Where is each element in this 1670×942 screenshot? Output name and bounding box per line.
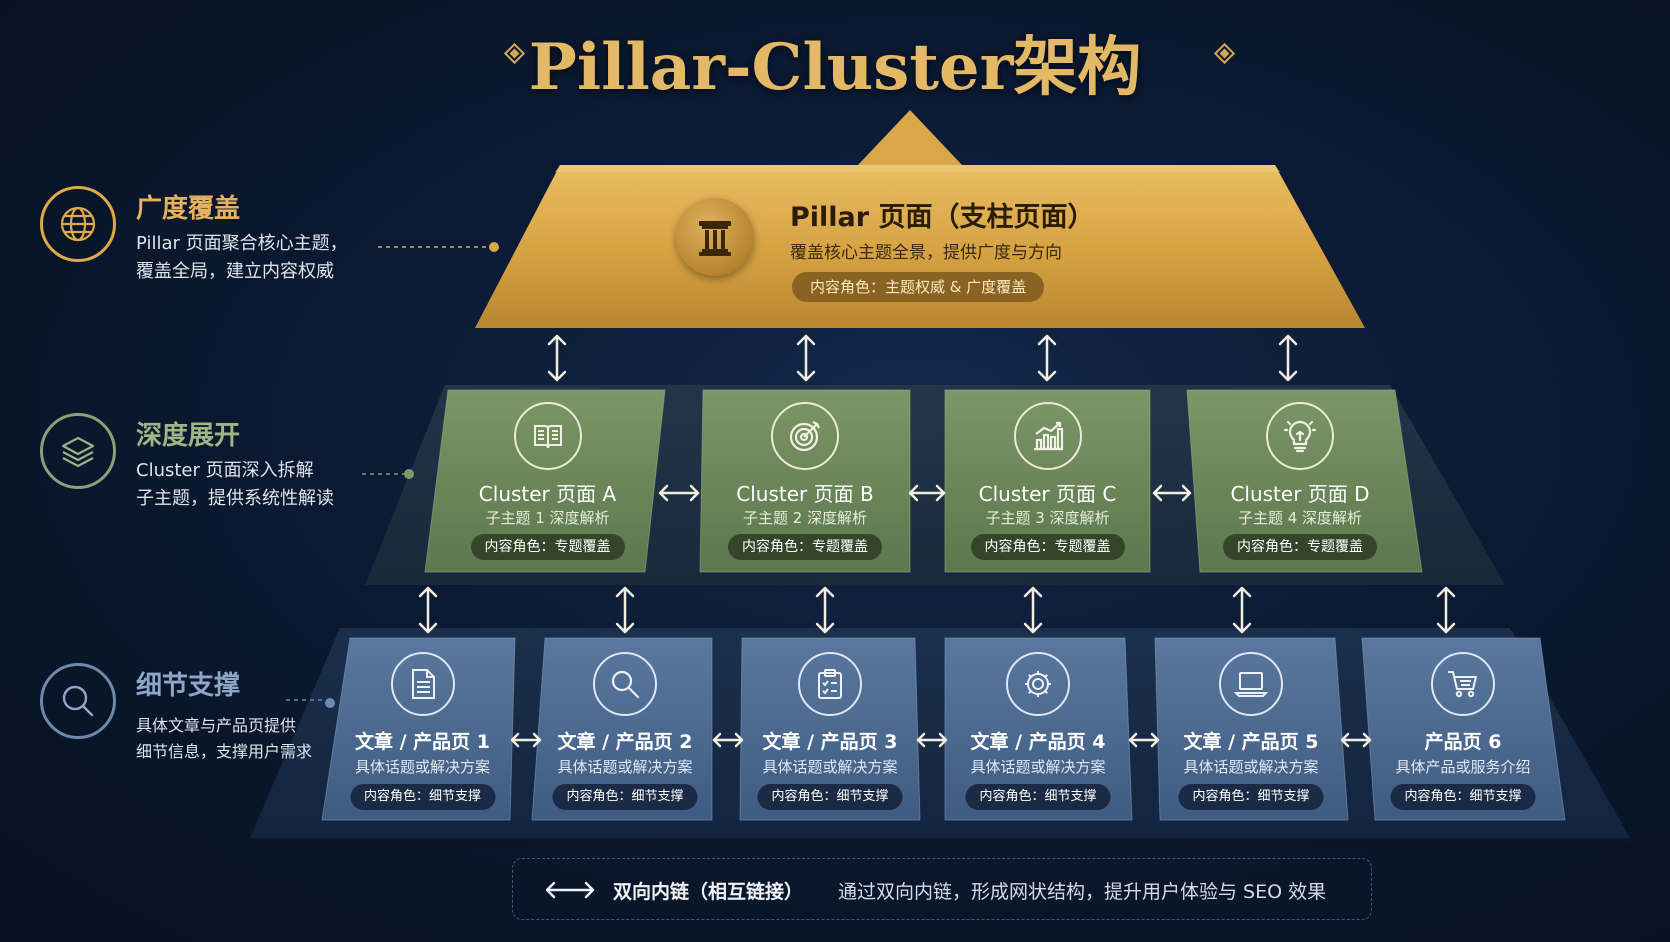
detail-title: 文章 / 产品页 4 [970,731,1106,753]
page-title: Pillar-Cluster架构 [528,30,1142,105]
clipboard-icon [798,652,862,716]
laptop-icon [1219,652,1283,716]
legend-desc: Pillar 页面聚合核心主题， 覆盖全局，建立内容权威 [136,233,348,282]
detail-title: 文章 / 产品页 3 [762,731,898,753]
detail-role-badge: 内容角色：细节支撑 [349,784,496,810]
bidirectional-arrow-icon [545,881,595,899]
cluster-role-badge: 内容角色：专题覆盖 [1223,534,1377,560]
detail-subtitle: 具体话题或解决方案 [970,758,1106,776]
legend-desc: Cluster 页面深入拆解 子主题，提供系统性解读 [136,460,334,509]
pillar-title: Pillar 页面（支柱页面） [790,202,1095,233]
detail-title: 文章 / 产品页 1 [354,731,490,753]
detail-role-badge: 内容角色：细节支撑 [552,784,698,810]
cluster-subtitle: 子主题 2 深度解析 [742,509,868,527]
legend-description: 通过双向内链，形成网状结构，提升用户体验与 SEO 效果 [838,881,1327,903]
gear-icon [1006,652,1070,716]
detail-card-2: 文章 / 产品页 2 具体话题或解决方案 内容角色：细节支撑 [538,638,712,820]
cluster-role-badge: 内容角色：专题覆盖 [470,534,625,560]
detail-title: 文章 / 产品页 5 [1183,731,1319,753]
detail-card-4: 文章 / 产品页 4 具体话题或解决方案 内容角色：细节支撑 [947,638,1129,820]
layers-icon [40,413,116,489]
detail-card-6: 产品页 6 具体产品或服务介绍 内容角色：细节支撑 [1372,638,1554,820]
magnifier-icon [40,663,116,739]
cluster-subtitle: 子主题 4 深度解析 [1237,509,1363,527]
legend-title: 广度覆盖 [136,194,241,224]
cart-icon [1431,652,1495,716]
detail-subtitle: 具体话题或解决方案 [1183,758,1319,776]
detail-role-badge: 内容角色：细节支撑 [757,784,903,810]
legend-label: 双向内链（相互链接） [613,881,804,903]
detail-role-badge: 内容角色：细节支撑 [965,784,1111,810]
chart-icon [1013,402,1082,470]
detail-card-1: 文章 / 产品页 1 具体话题或解决方案 内容角色：细节支撑 [335,638,510,820]
cluster-role-badge: 内容角色：专题覆盖 [970,534,1125,560]
legend-desc: 具体文章与产品页提供 细节信息，支撑用户需求 [136,716,313,761]
detail-role-badge: 内容角色：细节支撑 [1390,784,1536,810]
detail-title: 文章 / 产品页 2 [557,731,693,753]
legend-title: 细节支撑 [136,671,241,701]
globe-icon [40,186,116,262]
detail-title: 产品页 6 [1424,731,1502,753]
column-icon [676,198,754,276]
detail-subtitle: 具体话题或解决方案 [557,758,693,776]
target-icon [771,402,839,470]
detail-role-badge: 内容角色：细节支撑 [1178,784,1324,810]
pillar-role-badge: 内容角色：主题权威 & 广度覆盖 [792,272,1045,302]
cluster-role-badge: 内容角色：专题覆盖 [728,534,882,560]
detail-subtitle: 具体产品或服务介绍 [1395,758,1531,776]
cluster-subtitle: 子主题 3 深度解析 [985,509,1110,527]
cluster-card-d: Cluster 页面 D 子主题 4 深度解析 内容角色：专题覆盖 [1195,390,1405,572]
cluster-card-a: Cluster 页面 A 子主题 1 深度解析 内容角色：专题覆盖 [440,390,655,572]
detail-subtitle: 具体话题或解决方案 [354,758,490,776]
book-icon [513,402,582,470]
lightbulb-icon [1266,402,1334,470]
search-icon [593,652,657,716]
horizontal-link-arrows [510,484,1372,748]
cluster-title: Cluster 页面 D [1230,482,1370,506]
cluster-card-b: Cluster 页面 B 子主题 2 深度解析 内容角色：专题覆盖 [700,390,910,572]
detail-card-3: 文章 / 产品页 3 具体话题或解决方案 内容角色：细节支撑 [742,638,918,820]
document-icon [390,652,455,716]
cluster-title: Cluster 页面 C [978,482,1117,506]
cluster-title: Cluster 页面 A [478,482,617,506]
bidirectional-link-legend: 双向内链（相互链接） 通过双向内链，形成网状结构，提升用户体验与 SEO 效果 [512,858,1372,920]
legend-title: 深度展开 [136,421,241,451]
pillar-subtitle: 覆盖核心主题全景，提供广度与方向 [790,243,1062,263]
cluster-title: Cluster 页面 B [736,482,874,506]
cluster-subtitle: 子主题 1 深度解析 [485,509,610,527]
detail-card-5: 文章 / 产品页 5 具体话题或解决方案 内容角色：细节支撑 [1160,638,1342,820]
vertical-link-arrows [418,334,1456,634]
detail-subtitle: 具体话题或解决方案 [762,758,898,776]
cluster-card-c: Cluster 页面 C 子主题 3 深度解析 内容角色：专题覆盖 [945,390,1150,572]
